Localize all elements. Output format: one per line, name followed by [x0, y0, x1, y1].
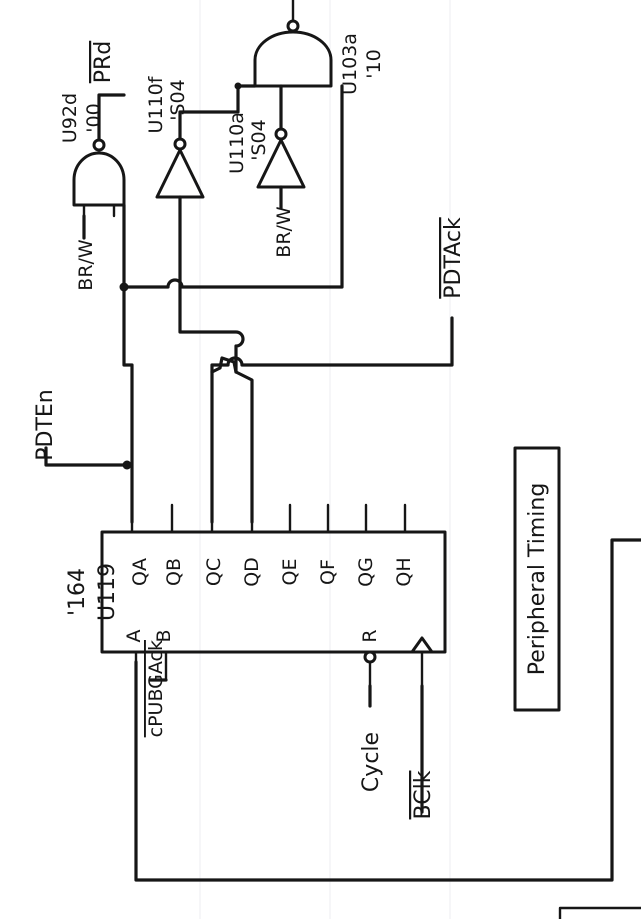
svg-text:Peripheral Timing: Peripheral Timing [525, 483, 550, 676]
u110a-part-label: 'S04 [248, 119, 270, 160]
signal-bclk-label: BClk [411, 770, 436, 819]
adjacent-box-edge [558, 906, 641, 919]
signal-cpubgack-label: cPUBGAck [145, 640, 167, 737]
signal-prd-label: PRd [91, 41, 116, 84]
svg-text:QD: QD [241, 557, 263, 587]
svg-text:QG: QG [355, 557, 377, 587]
u119-output-pins [130, 503, 407, 534]
title-box: Peripheral Timing [513, 446, 561, 712]
svg-text:'00: '00 [83, 103, 105, 132]
wire-qc-pdtack [210, 316, 454, 524]
wires [44, 84, 641, 882]
svg-text:A: A [123, 630, 145, 643]
svg-text:U119: U119 [95, 563, 120, 621]
pin-qg-label: QG [355, 557, 377, 587]
wire-qd [210, 356, 254, 524]
pin-qe-label: QE [279, 559, 301, 586]
pin-qa-label: QA [129, 558, 151, 586]
svg-text:BR/W: BR/W [273, 206, 295, 258]
u119-part-label: '164 [65, 568, 90, 616]
u119-shift-register: QA QB QC QD QE QF QG QH A B R '164 U119 [65, 503, 447, 688]
junction-dot [234, 82, 242, 90]
pin-qb-label: QB [163, 558, 185, 586]
u110f-ref-label: U110f [145, 75, 167, 133]
u103a-output-bubble-icon [286, 19, 300, 33]
svg-text:BClk: BClk [411, 770, 436, 819]
svg-text:QH: QH [393, 557, 415, 586]
svg-text:'S04: 'S04 [167, 79, 189, 120]
u110f-part-label: 'S04 [167, 79, 189, 120]
signal-pdten-label: PDTEn [33, 389, 58, 461]
u92d-part-label: '00 [83, 103, 105, 132]
signal-brw-label: BR/W [273, 206, 295, 258]
pin-qf-label: QF [317, 559, 339, 585]
svg-text:'10: '10 [363, 49, 385, 78]
u119-body [100, 530, 447, 654]
svg-text:BR/W: BR/W [75, 239, 97, 291]
u119-ref-label: U119 [95, 563, 120, 621]
svg-text:U92d: U92d [59, 93, 81, 143]
pin-r-label: R [359, 629, 381, 642]
page-title: Peripheral Timing [525, 483, 550, 676]
svg-text:QF: QF [317, 559, 339, 585]
u103a-ref-label: U103a [339, 33, 361, 95]
pin-qc-label: QC [203, 558, 225, 586]
wire-u110f-input [178, 195, 245, 374]
svg-text:'164: '164 [65, 568, 90, 616]
wire-u110f-to-u103a [178, 84, 257, 141]
junction-dot [119, 282, 129, 292]
svg-text:PDTEn: PDTEn [33, 389, 58, 461]
u110a-ref-label: U110a [226, 112, 248, 174]
svg-text:'S04: 'S04 [248, 119, 270, 160]
paper-ruling [199, 0, 451, 919]
clear-bubble-icon [363, 650, 377, 664]
svg-text:PDTAck: PDTAck [441, 217, 466, 299]
svg-text:B: B [153, 629, 175, 642]
wire-prd [97, 93, 126, 142]
svg-text:PRd: PRd [91, 41, 116, 84]
signal-cycle-label: Cycle [359, 732, 384, 792]
svg-text:cPUBGAck: cPUBGAck [145, 640, 167, 737]
u92d-ref-label: U92d [59, 93, 81, 143]
pin-b-label: B [153, 629, 175, 642]
svg-text:U110f: U110f [145, 75, 167, 133]
wire-pdten [44, 446, 129, 467]
svg-text:QC: QC [203, 558, 225, 586]
svg-text:QA: QA [129, 558, 151, 586]
pin-a-label: A [123, 630, 145, 643]
u110a-inverter: U110a 'S04 [226, 112, 306, 189]
clock-wedge-icon [410, 636, 434, 653]
u103a-part-label: '10 [363, 49, 385, 78]
junction-dot [122, 460, 132, 470]
wire-qa-to-u103a [122, 84, 344, 289]
pin-qh-label: QH [393, 557, 415, 586]
u110f-inverter: U110f 'S04 [145, 75, 205, 199]
signal-brw-label: BR/W [75, 239, 97, 291]
svg-text:QB: QB [163, 558, 185, 586]
wire-cpubgack-loop [134, 538, 641, 882]
svg-text:QE: QE [279, 559, 301, 586]
wire-qa-to-u92d [122, 203, 134, 524]
u103a-nand-gate: U103a '10 [253, 0, 385, 95]
u92d-nand-gate: U92d '00 [59, 93, 126, 218]
svg-text:U103a: U103a [339, 33, 361, 95]
svg-text:U110a: U110a [226, 112, 248, 174]
svg-text:R: R [359, 629, 381, 642]
pin-qd-label: QD [241, 557, 263, 587]
signal-pdtack-label: PDTAck [441, 217, 466, 299]
svg-text:Cycle: Cycle [359, 732, 384, 792]
